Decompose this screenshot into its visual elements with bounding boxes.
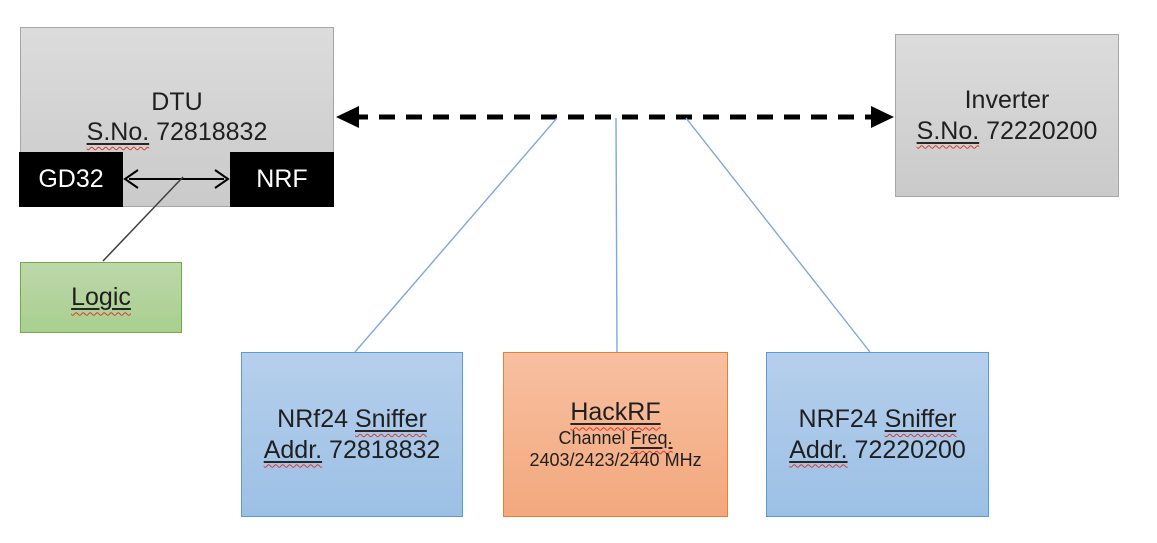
sniffer-right-name: NRF24 Sniffer bbox=[799, 404, 957, 435]
sniffer-left-addr-prefix: Addr. bbox=[263, 435, 323, 464]
logic-label: Logic bbox=[71, 283, 131, 312]
hackrf-title: HackRF bbox=[570, 398, 661, 427]
hackrf-channel-word: Channel bbox=[558, 427, 626, 448]
sniffer-right-addr-prefix: Addr. bbox=[789, 435, 848, 464]
gd32-label: GD32 bbox=[38, 165, 104, 193]
sniffer-left-addr: Addr. 72818832 bbox=[264, 435, 441, 466]
dtu-title: DTU bbox=[151, 87, 203, 116]
inverter-serial: S.No. 72220200 bbox=[917, 116, 1098, 147]
dtu-serial-number: 72818832 bbox=[156, 118, 268, 146]
sniffer-left-name: NRf24 Sniffer bbox=[277, 404, 427, 435]
sniffer-right-addr: Addr. 72220200 bbox=[789, 435, 966, 466]
logic-label-wrap: Logic bbox=[71, 282, 131, 313]
inverter-serial-prefix: S.No. bbox=[916, 116, 980, 145]
hackrf-title-wrap: HackRF bbox=[570, 397, 660, 428]
dtu-serial: S.No. 72818832 bbox=[87, 117, 268, 148]
inverter-serial-number: 72220200 bbox=[986, 116, 1098, 145]
hackrf-channel-line: Channel Freq. bbox=[558, 428, 672, 450]
hackrf-freq-word: Freq. bbox=[630, 427, 673, 448]
arrowhead-right-icon bbox=[871, 106, 894, 128]
tap-to-sniffer-left-line bbox=[354, 117, 558, 353]
tap-to-hackrf-line bbox=[615, 117, 618, 353]
sniffer-right-role: Sniffer bbox=[884, 405, 957, 433]
nrf-chip: NRF bbox=[230, 152, 334, 207]
gd32-chip: GD32 bbox=[19, 152, 123, 207]
sniffer-left-role: Sniffer bbox=[355, 405, 427, 433]
sniffer-left-addr-value: 72818832 bbox=[329, 435, 441, 464]
logic-box: Logic bbox=[20, 262, 182, 333]
sniffer-left-model: NRf24 bbox=[277, 405, 349, 433]
inverter-title: Inverter bbox=[964, 86, 1050, 114]
sniffer-right-model: NRF24 bbox=[798, 405, 878, 433]
sniffer-right-box: NRF24 Sniffer Addr. 72220200 bbox=[766, 352, 989, 517]
hackrf-box: HackRF Channel Freq. 2403/2423/2440 MHz bbox=[503, 352, 728, 517]
sniffer-left-box: NRf24 Sniffer Addr. 72818832 bbox=[241, 352, 463, 517]
sniffer-right-addr-value: 72220200 bbox=[854, 435, 966, 464]
dtu-serial-prefix: S.No. bbox=[86, 118, 150, 146]
arrowhead-left-icon bbox=[336, 106, 359, 128]
hackrf-frequencies: 2403/2423/2440 MHz bbox=[529, 449, 702, 470]
nrf-label: NRF bbox=[256, 165, 308, 193]
tap-to-sniffer-right-line bbox=[685, 117, 871, 353]
inverter-box: Inverter S.No. 72220200 bbox=[895, 34, 1119, 197]
